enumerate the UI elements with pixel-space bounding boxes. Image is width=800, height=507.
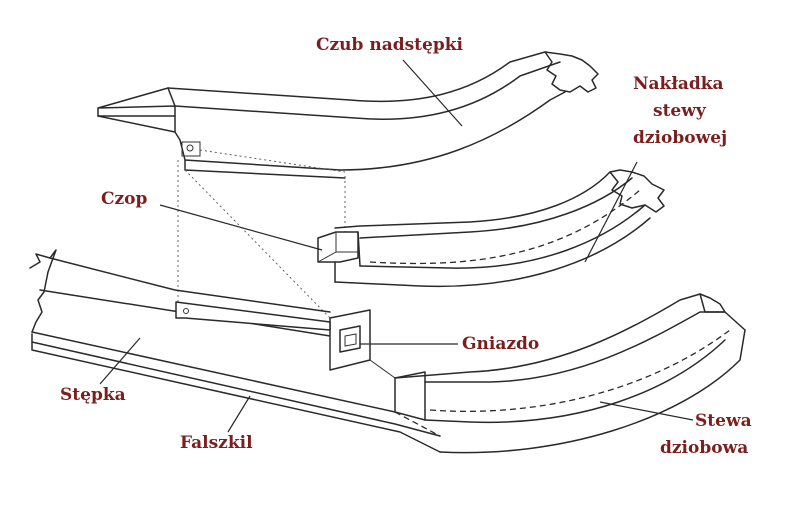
czop-block — [317, 231, 359, 263]
stepka-side-bottom — [31, 331, 396, 413]
stewa-top-edge — [394, 293, 701, 379]
stepka-joint-line — [329, 336, 396, 379]
leader-stepka — [99, 337, 141, 385]
stewa-bottom-edge — [439, 329, 746, 454]
czub-tip — [97, 87, 176, 117]
leader-stewa — [599, 401, 694, 421]
label-stepka: Stępka — [60, 385, 126, 405]
stewa-piece — [394, 293, 746, 454]
czub-side-face — [174, 91, 566, 171]
nakladka-top-edge — [334, 171, 611, 229]
stepka-peg-hole — [183, 308, 189, 314]
falszkil-top — [31, 333, 441, 437]
stepka-top-edge — [49, 257, 331, 313]
nakladka-piece — [317, 169, 665, 288]
nakladka-joint-box — [334, 231, 361, 283]
gniazdo-inner — [344, 333, 357, 347]
stepka-piece — [29, 249, 441, 453]
label-stewa-line1: Stewa — [695, 411, 752, 431]
stewa-inner-dash — [429, 329, 731, 412]
leader-falszkil — [227, 395, 251, 433]
czub-nadstepki-piece — [97, 51, 599, 179]
gniazdo-opening — [339, 325, 361, 353]
stewa-joint-dashes — [394, 411, 441, 437]
label-czub-nadstepki: Czub nadstępki — [316, 35, 463, 55]
czub-peg-hole — [186, 144, 194, 152]
label-falszkil: Falszkil — [180, 433, 253, 453]
label-nakladka-line1: Nakładka — [633, 74, 724, 94]
label-stewa-line2: dziobowa — [660, 438, 749, 458]
label-nakladka-line3: dziobowej — [633, 128, 728, 148]
label-nakladka-line2: stewy — [653, 101, 706, 121]
stewa-end-cap — [699, 293, 746, 331]
nakladka-broken-end — [609, 169, 665, 213]
czub-bottom-edge — [97, 115, 176, 133]
stewa-joint-box — [394, 371, 426, 421]
stepka-scarf-plate — [175, 301, 331, 331]
nakladka-bottom — [334, 217, 651, 288]
label-czop: Czop — [101, 189, 148, 209]
leader-nakladka — [584, 161, 638, 263]
czub-mortise-detail — [181, 141, 201, 157]
nakladka-lower-edge — [359, 204, 646, 269]
stepka-broken-end — [29, 249, 57, 333]
gniazdo-block — [329, 309, 371, 371]
czub-top-surface — [167, 51, 546, 103]
nakladka-front-top — [359, 177, 633, 239]
leader-lines — [99, 59, 694, 433]
falszkil-bottom — [31, 341, 441, 453]
label-gniazdo: Gniazdo — [462, 334, 540, 354]
czub-broken-end — [544, 51, 599, 93]
czub-top-front-edge — [174, 61, 561, 120]
leader-czub — [402, 59, 463, 127]
leader-czop — [159, 204, 323, 251]
projection-line-diag — [184, 169, 331, 319]
nakladka-inner-dash — [369, 189, 641, 265]
stewa-upper-edge — [424, 311, 726, 383]
